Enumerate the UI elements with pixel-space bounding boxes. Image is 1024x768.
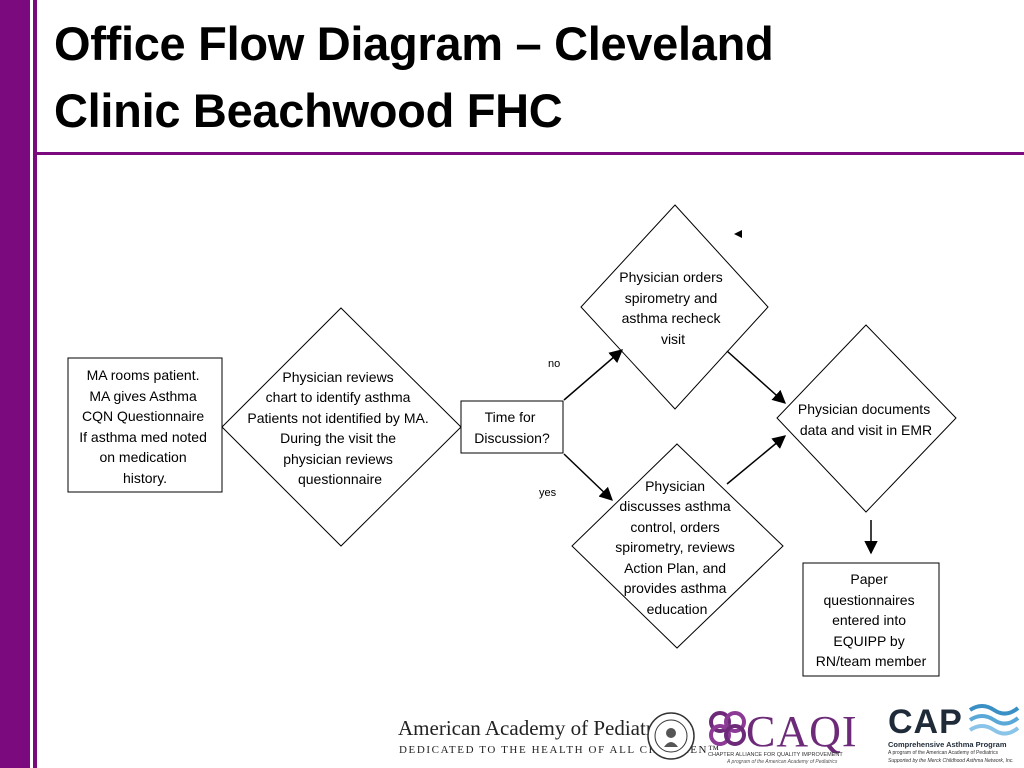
edge-label-yes: yes [539,487,557,499]
aap-logo-text: American Academy of Pediatrics [398,716,677,740]
node-orders-spirometry-text: Physician orders spirometry and asthma r… [619,269,726,347]
stray-arrowhead-icon [734,230,742,238]
node-time-for-discussion-text: Time for Discussion? [474,409,550,446]
aap-seal-icon [647,712,695,760]
node-discusses-asthma: Physician discusses asthma control, orde… [571,443,784,649]
node-physician-reviews-text: Physician reviews chart to identify asth… [247,369,432,487]
caqi-subtitle-2: A program of the American Academy of Ped… [727,759,838,765]
cap-subtitle-3: Supported by the Merck Childhood Asthma … [888,758,1014,764]
node-orders-spirometry: Physician orders spirometry and asthma r… [580,204,769,410]
aap-tagline: DEDICATED TO THE HEALTH OF ALL CHILDREN™ [399,744,721,756]
node-documents-emr-text: Physician documents data and visit in EM… [798,401,934,438]
node-time-for-discussion: Time for Discussion? [460,400,564,454]
cap-subtitle: Comprehensive Asthma Program [888,740,1007,749]
node-paper-questionnaires-text: Paper questionnaires entered into EQUIPP… [816,571,927,669]
left-accent-bar [0,0,30,768]
cap-logo-text: CAP [888,703,963,741]
node-documents-emr: Physician documents data and visit in EM… [776,324,957,513]
node-paper-questionnaires: Paper questionnaires entered into EQUIPP… [802,562,940,677]
left-accent-line [33,0,37,768]
edge-discusses-to-emr-arrow [726,435,787,485]
edge-label-no: no [548,358,560,370]
cap-subtitle-2: A program of the American Academy of Ped… [888,750,999,756]
flow-diagram: MA rooms patient. MA gives Asthma CQN Qu… [67,204,957,677]
node-discusses-asthma-text: Physician discusses asthma control, orde… [615,478,738,617]
node-physician-reviews: Physician reviews chart to identify asth… [221,307,462,547]
edge-no-arrow [563,349,624,401]
cap-waves-icon [968,704,1020,736]
edge-orders-to-emr-arrow [726,350,787,404]
caqi-subtitle: CHAPTER ALLIANCE FOR QUALITY IMPROVEMENT [708,752,843,758]
node-ma-rooms-text: MA rooms patient. MA gives Asthma CQN Qu… [79,367,211,486]
slide-title-line1: Office Flow Diagram – Cleveland [54,17,774,70]
caqi-logo-text: CAQI [746,707,858,756]
edge-yes-arrow [563,453,613,501]
caqi-emblem-icon [709,711,746,746]
slide-title: Office Flow Diagram – Cleveland Clinic B… [54,10,1014,144]
title-divider [37,152,1024,155]
slide-title-line2: Clinic Beachwood FHC [54,84,563,137]
node-ma-rooms-patient: MA rooms patient. MA gives Asthma CQN Qu… [67,357,223,493]
